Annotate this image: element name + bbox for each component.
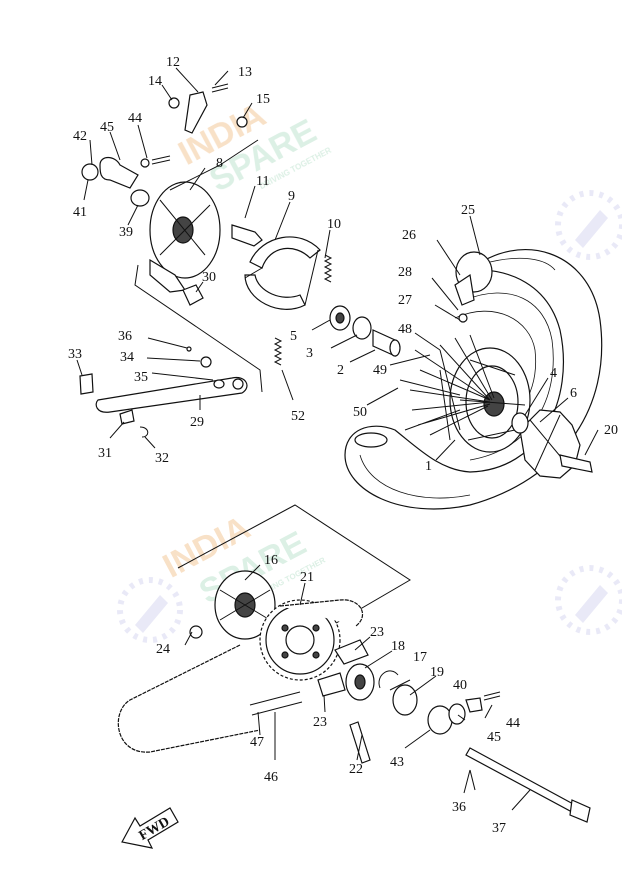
rear-axle-37 [465,747,591,823]
callout-26: 26 [402,228,416,243]
callout-25: 25 [461,203,475,218]
brake-shoes-9 [244,236,321,310]
callout-52: 52 [291,409,305,424]
callout-22: 22 [349,762,363,777]
callout-numbers: 12 13 14 15 42 45 44 8 41 11 9 39 10 25 … [68,55,618,836]
callout-2: 2 [337,363,344,378]
callout-49: 49 [373,363,387,378]
callout-32: 32 [155,451,169,466]
callout-24: 24 [156,642,170,657]
torque-arm-29 [79,346,248,438]
valve-26 [454,273,475,323]
callout-3: 3 [306,346,313,361]
callout-5: 5 [290,329,297,344]
callout-17: 17 [413,650,427,665]
callout-45: 45 [100,120,114,135]
callout-41: 41 [73,205,87,220]
leader-lines [76,67,599,811]
callout-46: 46 [264,770,278,785]
bearing-seal-4 [511,412,529,434]
callout-18: 18 [391,639,405,654]
spacer-2 [372,329,401,357]
callout-12: 12 [166,55,180,70]
watermark-wrench-icon-3 [555,565,622,635]
callout-47: 47 [250,735,264,750]
callout-34: 34 [120,350,134,365]
callout-36: 36 [118,329,132,344]
callout-43: 43 [390,755,404,770]
leader-box-brake [134,139,263,393]
seal-3 [352,316,372,340]
callout-13: 13 [238,65,252,80]
callout-16: 16 [264,553,278,568]
watermark-wrench-icon-2 [555,190,622,260]
bolt-30 [182,284,204,306]
callout-9: 9 [288,189,295,204]
wheel-spokes [399,334,495,441]
watermark: INDIA SPARE DRIVING TOGETHER INDIA SPARE… [117,96,622,643]
callout-6: 6 [570,386,577,401]
callout-44-lower: 44 [506,716,520,731]
callout-48: 48 [398,322,412,337]
nut-24 [189,625,203,639]
callout-27: 27 [398,293,412,308]
callout-42: 42 [73,129,87,144]
callout-50: 50 [353,405,367,420]
callout-44: 44 [128,111,142,126]
fwd-arrow-icon: FWD [121,807,179,849]
cam-lever-12 [168,83,248,134]
hub-damper [519,409,593,479]
callout-35: 35 [134,370,148,385]
watermark-wrench-icon [117,577,183,643]
sprocket-hub-16 [177,504,411,651]
callout-30: 30 [202,270,216,285]
callout-10: 10 [327,217,341,232]
bearing-5 [329,305,351,331]
callout-14: 14 [148,74,162,89]
callout-40: 40 [453,678,467,693]
callout-31: 31 [98,446,112,461]
torque-arm-hardware [81,155,171,207]
callout-20: 20 [604,423,618,438]
callout-29: 29 [190,415,204,430]
sprocket-21 [259,599,341,681]
callout-28: 28 [398,265,412,280]
callout-21: 21 [300,570,314,585]
callout-11: 11 [256,174,269,189]
brake-cam-11 [231,224,263,247]
callout-15: 15 [256,92,270,107]
callout-23-lower: 23 [313,715,327,730]
drive-chain-46 [117,599,363,753]
callout-39: 39 [119,225,133,240]
callout-23: 23 [370,625,384,640]
callout-8: 8 [216,156,223,171]
callout-36-lower: 36 [452,800,466,815]
callout-19: 19 [430,665,444,680]
brake-springs [273,254,333,366]
callout-45-lower: 45 [487,730,501,745]
callout-1: 1 [425,459,432,474]
callout-37: 37 [492,821,506,836]
callout-4: 4 [550,366,557,381]
brake-panel-8 [149,181,221,293]
callout-33: 33 [68,347,82,362]
